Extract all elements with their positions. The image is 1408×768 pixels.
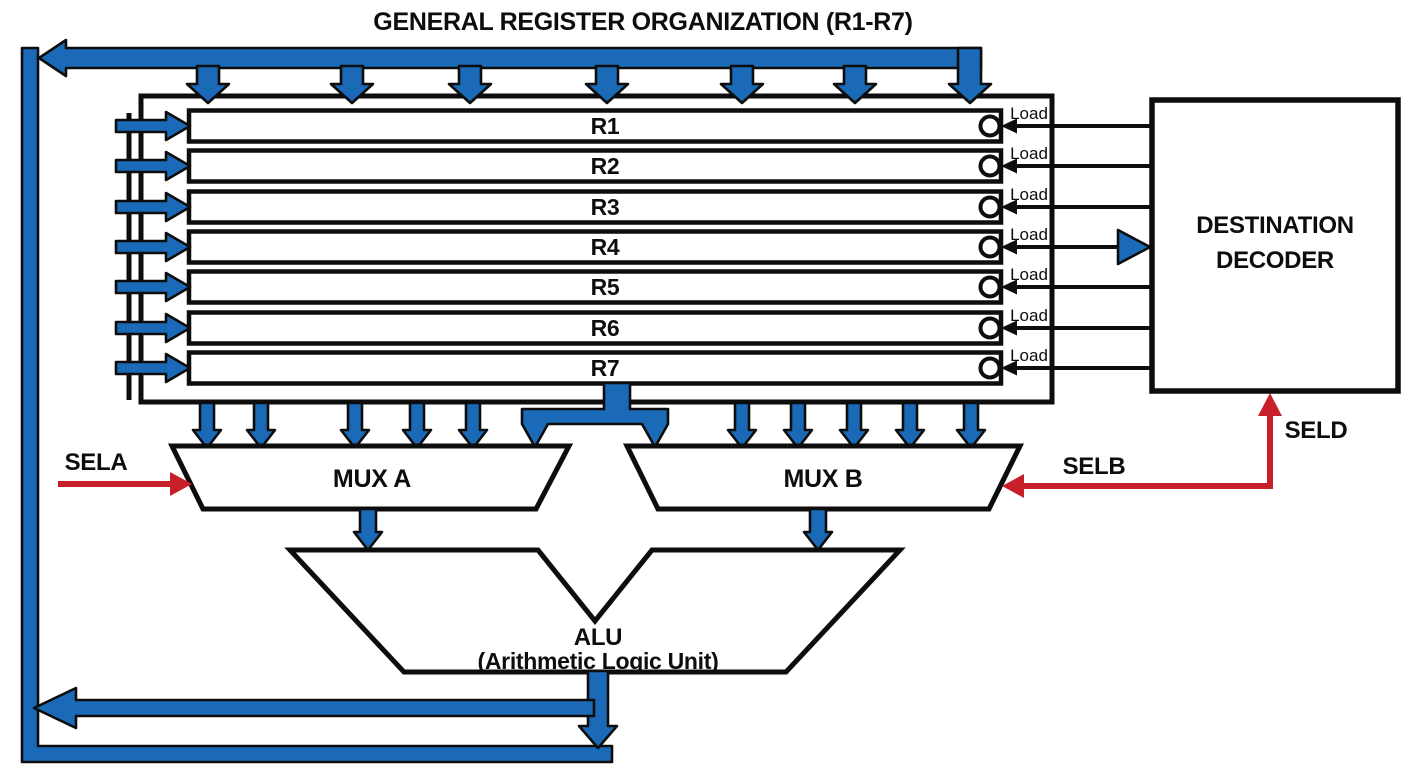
- bus-down-arrow: [719, 64, 765, 105]
- mux-input-arrow: [191, 401, 223, 450]
- register-label: R6: [591, 315, 620, 341]
- load-arrowhead: [1001, 158, 1017, 174]
- alu-output-left-bus: [32, 686, 596, 730]
- r7-to-mux-t-split: [520, 381, 670, 449]
- bus-down-arrow: [185, 64, 231, 105]
- register-label: R2: [591, 153, 620, 179]
- mux-b-input-arrows: [726, 401, 987, 450]
- load-arrowhead: [1001, 199, 1017, 215]
- diagram-title: GENERAL REGISTER ORGANIZATION (R1-R7): [373, 8, 912, 36]
- selb-seld-line: [1022, 415, 1273, 489]
- mux-input-arrow: [339, 401, 371, 450]
- mux-input-arrow: [401, 401, 433, 450]
- register-rows: R1 R2 R3 R4 R5 R6 R7 Load Load Load Load…: [186, 104, 1048, 386]
- load-arrowhead: [1001, 118, 1017, 134]
- decoder-input-arrowhead: [1116, 228, 1152, 266]
- mux-b-output-arrow: [802, 507, 834, 552]
- load-terminal-circle: [978, 154, 1002, 178]
- selb-seld-signal: SELB SELD: [1002, 393, 1348, 498]
- mux-input-arrow: [782, 401, 814, 450]
- register-input-arrows: [114, 110, 192, 384]
- load-terminal-circle: [978, 235, 1002, 259]
- load-label: Load: [1010, 265, 1048, 284]
- alu-shape: [284, 547, 906, 675]
- register-box-r3: [186, 189, 1004, 225]
- alu-label-line1: ALU: [574, 624, 622, 651]
- load-label: Load: [1010, 346, 1048, 365]
- register-label: R3: [591, 194, 620, 220]
- load-arrowhead: [1001, 239, 1017, 255]
- mux-input-arrow: [955, 401, 987, 450]
- register-input-arrow: [114, 191, 192, 223]
- register-input-arrow: [114, 110, 192, 142]
- bus-down-arrow: [447, 64, 493, 105]
- selb-arrowhead: [1002, 474, 1024, 498]
- load-label: Load: [1010, 306, 1048, 325]
- bus-down-arrow: [584, 64, 630, 105]
- load-terminal-circle: [978, 356, 1002, 380]
- mux-input-arrow: [838, 401, 870, 450]
- sela-label: SELA: [65, 449, 128, 476]
- seld-arrowhead: [1258, 393, 1282, 416]
- load-label: Load: [1010, 144, 1048, 163]
- sela-arrowhead: [170, 472, 192, 496]
- alu-output-arrow: [577, 669, 619, 750]
- register-input-arrow: [114, 231, 192, 263]
- load-terminal-circle: [978, 114, 1002, 138]
- load-terminal-circle: [978, 275, 1002, 299]
- seld-label: SELD: [1285, 417, 1348, 444]
- register-input-arrow: [114, 271, 192, 303]
- bus-down-arrow: [947, 46, 993, 105]
- load-arrowhead: [1001, 279, 1017, 295]
- load-label: Load: [1010, 185, 1048, 204]
- register-label: R7: [591, 355, 620, 381]
- mux-a-shape: [167, 443, 574, 512]
- feedback-bus-left-bottom: [20, 46, 614, 764]
- mux-a-label: MUX A: [333, 465, 411, 493]
- destination-decoder-label-line2: DECODER: [1216, 247, 1334, 274]
- destination-decoder-label-line1: DESTINATION: [1196, 212, 1354, 239]
- load-arrowhead: [1001, 360, 1017, 376]
- load-label: Load: [1010, 225, 1048, 244]
- top-bus-down-arrows: [185, 46, 993, 105]
- sela-signal: SELA: [58, 449, 192, 496]
- register-input-arrow: [114, 312, 192, 344]
- load-signal-lines: [1001, 118, 1152, 376]
- register-label: R5: [591, 274, 620, 300]
- bus-down-arrow: [832, 64, 878, 105]
- selb-label: SELB: [1063, 453, 1126, 480]
- register-label: R4: [591, 234, 620, 260]
- register-input-arrow: [114, 352, 192, 384]
- destination-decoder-box: [1149, 97, 1401, 394]
- mux-input-arrow: [894, 401, 926, 450]
- mux-input-arrow: [457, 401, 489, 450]
- register-input-arrow: [114, 150, 192, 182]
- top-bus: [37, 38, 983, 78]
- load-terminal-circle: [978, 195, 1002, 219]
- load-terminal-circle: [978, 316, 1002, 340]
- register-label: R1: [591, 113, 620, 139]
- mux-a-output-arrow: [352, 507, 384, 552]
- register-box-r1: [186, 108, 1004, 144]
- mux-input-arrow: [245, 401, 277, 450]
- load-arrowhead: [1001, 320, 1017, 336]
- mux-b-shape: [622, 443, 1025, 512]
- mux-b-label: MUX B: [783, 465, 862, 493]
- alu-label-line2: (Arithmetic Logic Unit): [478, 648, 719, 674]
- mux-a-input-arrows: [191, 401, 489, 450]
- mux-input-arrow: [726, 401, 758, 450]
- bus-down-arrow: [329, 64, 375, 105]
- load-label: Load: [1010, 104, 1048, 123]
